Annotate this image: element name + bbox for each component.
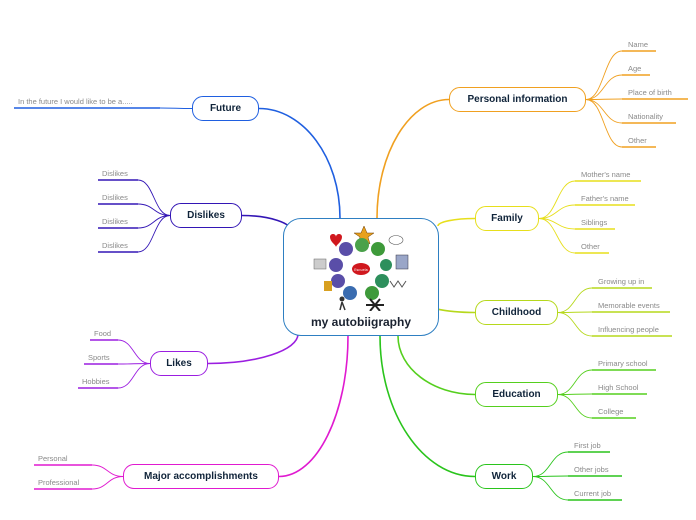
branch-accomplishments[interactable]: Major accomplishments: [123, 464, 279, 489]
dislikes-leaf[interactable]: Dislikes: [102, 169, 128, 178]
future-leaf-connector: [159, 107, 193, 109]
personal-leaf[interactable]: Other: [628, 136, 647, 145]
future-connector: [258, 107, 341, 219]
family-leaf[interactable]: Father's name: [581, 194, 629, 203]
family-leaf-connector: [538, 204, 576, 219]
branch-likes[interactable]: Likes: [150, 351, 208, 376]
likes-leaf-connector: [117, 363, 151, 389]
accomplishments-leaf-connector: [91, 476, 124, 490]
likes-leaf[interactable]: Hobbies: [82, 377, 110, 386]
childhood-leaf[interactable]: Influencing people: [598, 325, 659, 334]
dislikes-leaf[interactable]: Dislikes: [102, 193, 128, 202]
childhood-leaf-connector: [557, 311, 593, 313]
collage-image: Escuela: [313, 225, 409, 311]
branch-work[interactable]: Work: [475, 464, 533, 489]
likes-connector: [207, 333, 299, 365]
education-leaf[interactable]: Primary school: [598, 359, 648, 368]
dislikes-leaf-connector: [137, 203, 171, 216]
work-leaf-connector: [532, 475, 569, 477]
childhood-leaf[interactable]: Growing up in: [598, 277, 645, 286]
education-leaf-connector: [557, 369, 593, 395]
branch-childhood[interactable]: Childhood: [475, 300, 558, 325]
education-leaf[interactable]: College: [598, 407, 624, 416]
accomplishments-leaf[interactable]: Personal: [38, 454, 68, 463]
personal-leaf-connector: [585, 98, 623, 100]
personal-leaf[interactable]: Name: [628, 40, 649, 49]
branch-dislikes[interactable]: Dislikes: [170, 203, 242, 228]
family-leaf[interactable]: Other: [581, 242, 600, 251]
dislikes-leaf-connector: [137, 179, 171, 216]
accomplishments-connector: [278, 335, 349, 478]
family-leaf-connector: [538, 218, 576, 254]
work-leaf[interactable]: Current job: [574, 489, 612, 498]
work-leaf-connector: [532, 476, 569, 501]
childhood-leaf-connector: [557, 287, 593, 313]
branch-future[interactable]: Future: [192, 96, 259, 121]
personal-leaf-connector: [585, 99, 623, 148]
dislikes-leaf[interactable]: Dislikes: [102, 241, 128, 250]
likes-leaf-connector: [117, 339, 151, 364]
personal-leaf[interactable]: Place of birth: [628, 88, 672, 97]
education-leaf-connector: [557, 394, 593, 419]
family-leaf[interactable]: Siblings: [581, 218, 608, 227]
likes-leaf[interactable]: Sports: [88, 353, 110, 362]
future-leaf[interactable]: In the future I would like to be a.....: [18, 97, 133, 106]
central-topic-title: my autobiigraphy: [310, 315, 411, 329]
family-leaf-connector: [538, 180, 576, 219]
childhood-leaf[interactable]: Memorable events: [598, 301, 660, 310]
central-topic[interactable]: Escuela my autobiigraphy: [283, 218, 439, 336]
accomplishments-leaf[interactable]: Professional: [38, 478, 80, 487]
personal-leaf[interactable]: Age: [628, 64, 642, 73]
education-leaf[interactable]: High School: [598, 383, 639, 392]
work-leaf[interactable]: Other jobs: [574, 465, 609, 474]
education-connector: [397, 335, 476, 396]
childhood-leaf-connector: [557, 312, 593, 337]
work-leaf-connector: [532, 451, 569, 477]
accomplishments-leaf-connector: [91, 464, 124, 477]
branch-family[interactable]: Family: [475, 206, 539, 231]
work-connector: [379, 335, 476, 478]
personal-leaf-connector: [585, 50, 623, 100]
education-leaf-connector: [557, 393, 593, 395]
personal-leaf-connector: [585, 74, 623, 100]
family-leaf[interactable]: Mother's name: [581, 170, 631, 179]
family-connector: [437, 217, 476, 227]
dislikes-leaf-connector: [137, 215, 171, 253]
dislikes-leaf-connector: [137, 215, 171, 229]
dislikes-leaf[interactable]: Dislikes: [102, 217, 128, 226]
work-leaf[interactable]: First job: [574, 441, 601, 450]
branch-personal[interactable]: Personal information: [449, 87, 586, 112]
collage-center-label: Escuela: [354, 268, 367, 272]
likes-leaf[interactable]: Food: [94, 329, 112, 338]
branch-education[interactable]: Education: [475, 382, 558, 407]
personal-leaf-connector: [585, 99, 623, 124]
personal-connector: [376, 98, 450, 219]
personal-leaf[interactable]: Nationality: [628, 112, 664, 121]
